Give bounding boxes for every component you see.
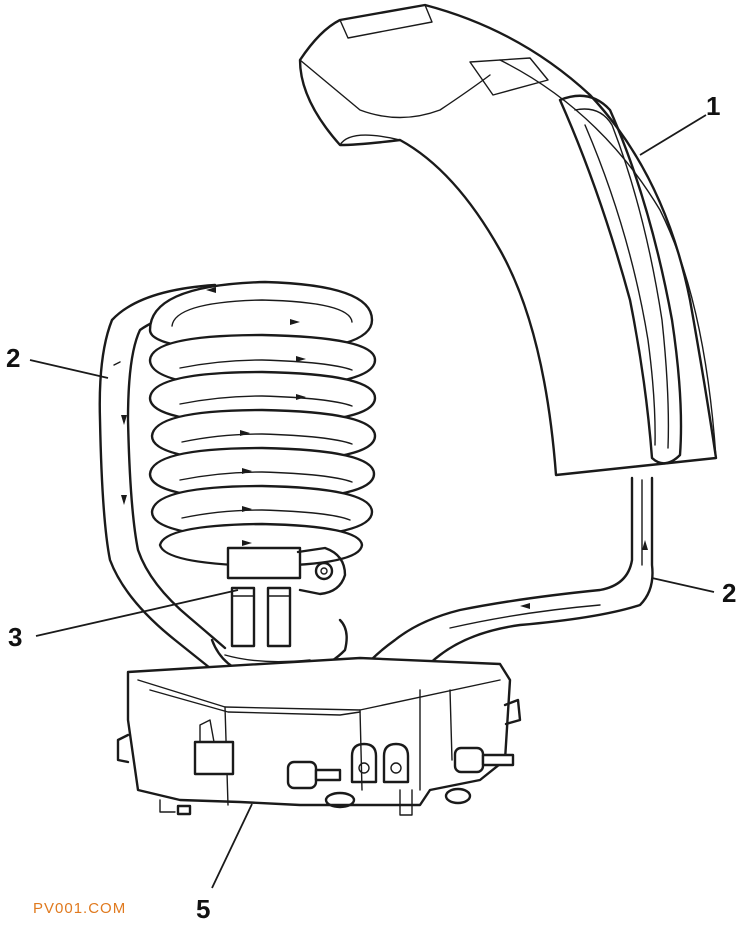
leader-lines — [29, 114, 715, 889]
callout-label-2-left: 2 — [6, 343, 21, 373]
leader-line-5 — [211, 803, 253, 889]
connector-part-3 — [210, 546, 348, 680]
leader-line-2-right — [651, 577, 715, 593]
helical-coil — [121, 280, 648, 609]
curved-hood-part-1 — [298, 3, 718, 477]
callout-label-3: 3 — [8, 622, 23, 652]
callout-label-2-right: 2 — [722, 578, 737, 608]
callout-label-1: 1 — [706, 91, 721, 121]
base-housing-part-5 — [116, 656, 522, 816]
callout-label-5: 5 — [196, 894, 211, 924]
leader-line-1 — [639, 114, 707, 156]
watermark-text: PV001.COM — [33, 900, 127, 917]
leader-line-3 — [35, 589, 239, 637]
tube-part-2-left — [98, 283, 227, 674]
leader-line-2-left — [29, 359, 109, 379]
